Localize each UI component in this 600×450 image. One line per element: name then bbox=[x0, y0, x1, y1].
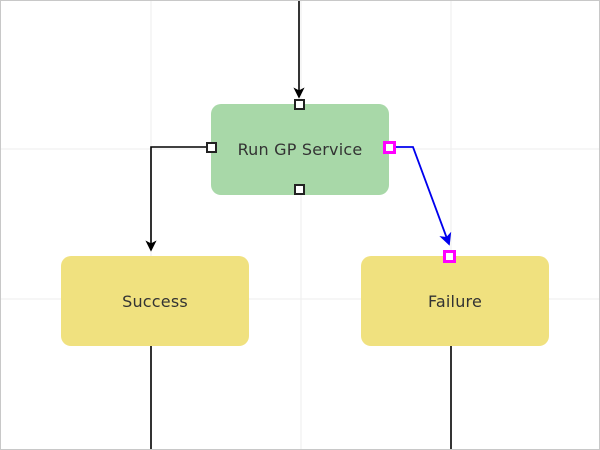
port-run-gp-service-right[interactable] bbox=[383, 141, 396, 154]
edge-to-success[interactable] bbox=[145, 146, 211, 252]
node-label: Success bbox=[122, 291, 188, 311]
node-success[interactable]: Success bbox=[61, 256, 249, 346]
port-run-gp-service-top[interactable] bbox=[294, 99, 305, 110]
port-run-gp-service-bottom[interactable] bbox=[294, 184, 305, 195]
node-run-gp-service[interactable]: Run GP Service bbox=[211, 104, 389, 195]
node-label: Failure bbox=[427, 291, 483, 311]
edge-to-failure[interactable] bbox=[391, 146, 452, 246]
node-label: Run GP Service bbox=[237, 140, 363, 159]
port-failure-top[interactable] bbox=[443, 250, 456, 263]
port-run-gp-service-left[interactable] bbox=[206, 142, 217, 153]
node-failure[interactable]: Failure bbox=[361, 256, 549, 346]
